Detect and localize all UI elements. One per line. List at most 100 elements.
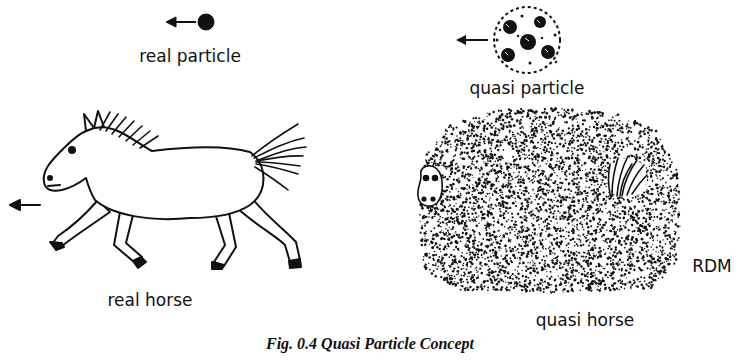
stipple-dot (552, 252, 553, 253)
stipple-dot (505, 267, 507, 269)
stipple-dot (511, 278, 513, 280)
stipple-dot (555, 166, 557, 168)
stipple-dot (463, 226, 465, 228)
stipple-dot (467, 276, 468, 277)
stipple-dot (537, 132, 538, 133)
stipple-dot (588, 250, 590, 252)
stipple-dot (450, 254, 453, 257)
stipple-dot (479, 139, 481, 141)
stipple-dot (628, 211, 629, 212)
stipple-dot (565, 238, 567, 240)
stipple-dot (453, 222, 455, 224)
stipple-dot (566, 244, 568, 246)
stipple-dot (462, 131, 464, 133)
stipple-dot (492, 216, 495, 219)
stipple-dot (500, 165, 503, 168)
stipple-dot (582, 282, 584, 284)
stipple-dot (620, 286, 622, 288)
stipple-dot (574, 131, 575, 132)
stipple-dot (557, 222, 558, 223)
stipple-dot (521, 289, 523, 291)
stipple-dot (649, 137, 650, 138)
stipple-dot (554, 118, 556, 120)
stipple-dot (516, 285, 518, 287)
stipple-dot (480, 272, 483, 275)
stipple-dot (675, 258, 678, 261)
stipple-dot (442, 217, 443, 218)
stipple-dot (487, 128, 489, 130)
stipple-dot (521, 126, 523, 128)
stipple-dot (592, 193, 594, 195)
stipple-dot (656, 226, 658, 228)
stipple-dot (486, 214, 489, 217)
stipple-dot (588, 257, 591, 260)
stipple-dot (637, 210, 639, 212)
stipple-dot (519, 121, 520, 122)
stipple-dot (467, 173, 470, 176)
stipple-dot (526, 220, 528, 222)
stipple-dot (661, 201, 663, 203)
stipple-dot (441, 165, 442, 166)
stipple-dot (575, 118, 576, 119)
stipple-dot (478, 274, 479, 275)
stipple-dot (574, 241, 576, 243)
stipple-dot (645, 251, 647, 253)
stipple-dot (596, 151, 598, 153)
stipple-dot (517, 181, 520, 184)
stipple-dot (662, 197, 663, 198)
stipple-dot (600, 156, 602, 158)
stipple-dot (582, 234, 584, 236)
stipple-dot (582, 244, 584, 246)
stipple-dot (460, 148, 461, 149)
stipple-dot (439, 158, 441, 160)
stipple-dot (517, 175, 519, 177)
stipple-dot (580, 244, 583, 247)
stipple-dot (587, 135, 588, 136)
stipple-dot (656, 175, 657, 176)
stipple-dot (546, 225, 548, 227)
stipple-dot (584, 270, 586, 272)
stipple-dot (602, 224, 605, 227)
stipple-dot (614, 256, 617, 259)
stipple-dot (454, 141, 456, 143)
stipple-dot (659, 265, 661, 267)
stipple-dot (530, 210, 532, 212)
stipple-dot (574, 162, 577, 165)
stipple-dot (421, 244, 424, 247)
stipple-dot (583, 215, 585, 217)
stipple-dot (583, 136, 585, 138)
stipple-dot (660, 179, 662, 181)
stipple-dot (600, 203, 602, 205)
stipple-dot (670, 243, 672, 245)
stipple-dot (530, 262, 531, 263)
stipple-dot (453, 267, 455, 269)
stipple-dot (611, 134, 614, 137)
stipple-dot (582, 268, 584, 270)
stipple-dot (614, 120, 616, 122)
stipple-dot (469, 165, 471, 167)
stipple-dot (490, 255, 492, 257)
stipple-dot (572, 132, 574, 134)
stipple-dot (649, 274, 651, 276)
stipple-dot (549, 147, 551, 149)
stipple-dot (502, 206, 504, 208)
stipple-dot (515, 164, 517, 166)
stipple-dot (573, 147, 575, 149)
stipple-dot (499, 146, 500, 147)
stipple-dot (506, 254, 508, 256)
stipple-dot (501, 127, 503, 129)
stipple-dot (606, 263, 608, 265)
stipple-dot (524, 212, 526, 214)
stipple-dot (587, 276, 589, 278)
stipple-dot (464, 228, 467, 231)
stipple-dot (522, 217, 523, 218)
stipple-dot (512, 178, 514, 180)
stipple-dot (527, 251, 529, 253)
stipple-dot (674, 231, 675, 232)
stipple-dot (437, 213, 440, 216)
stipple-dot (605, 186, 607, 188)
stipple-dot (578, 182, 580, 184)
stipple-dot (441, 210, 442, 211)
stipple-dot (671, 205, 674, 208)
stipple-dot (589, 150, 591, 152)
